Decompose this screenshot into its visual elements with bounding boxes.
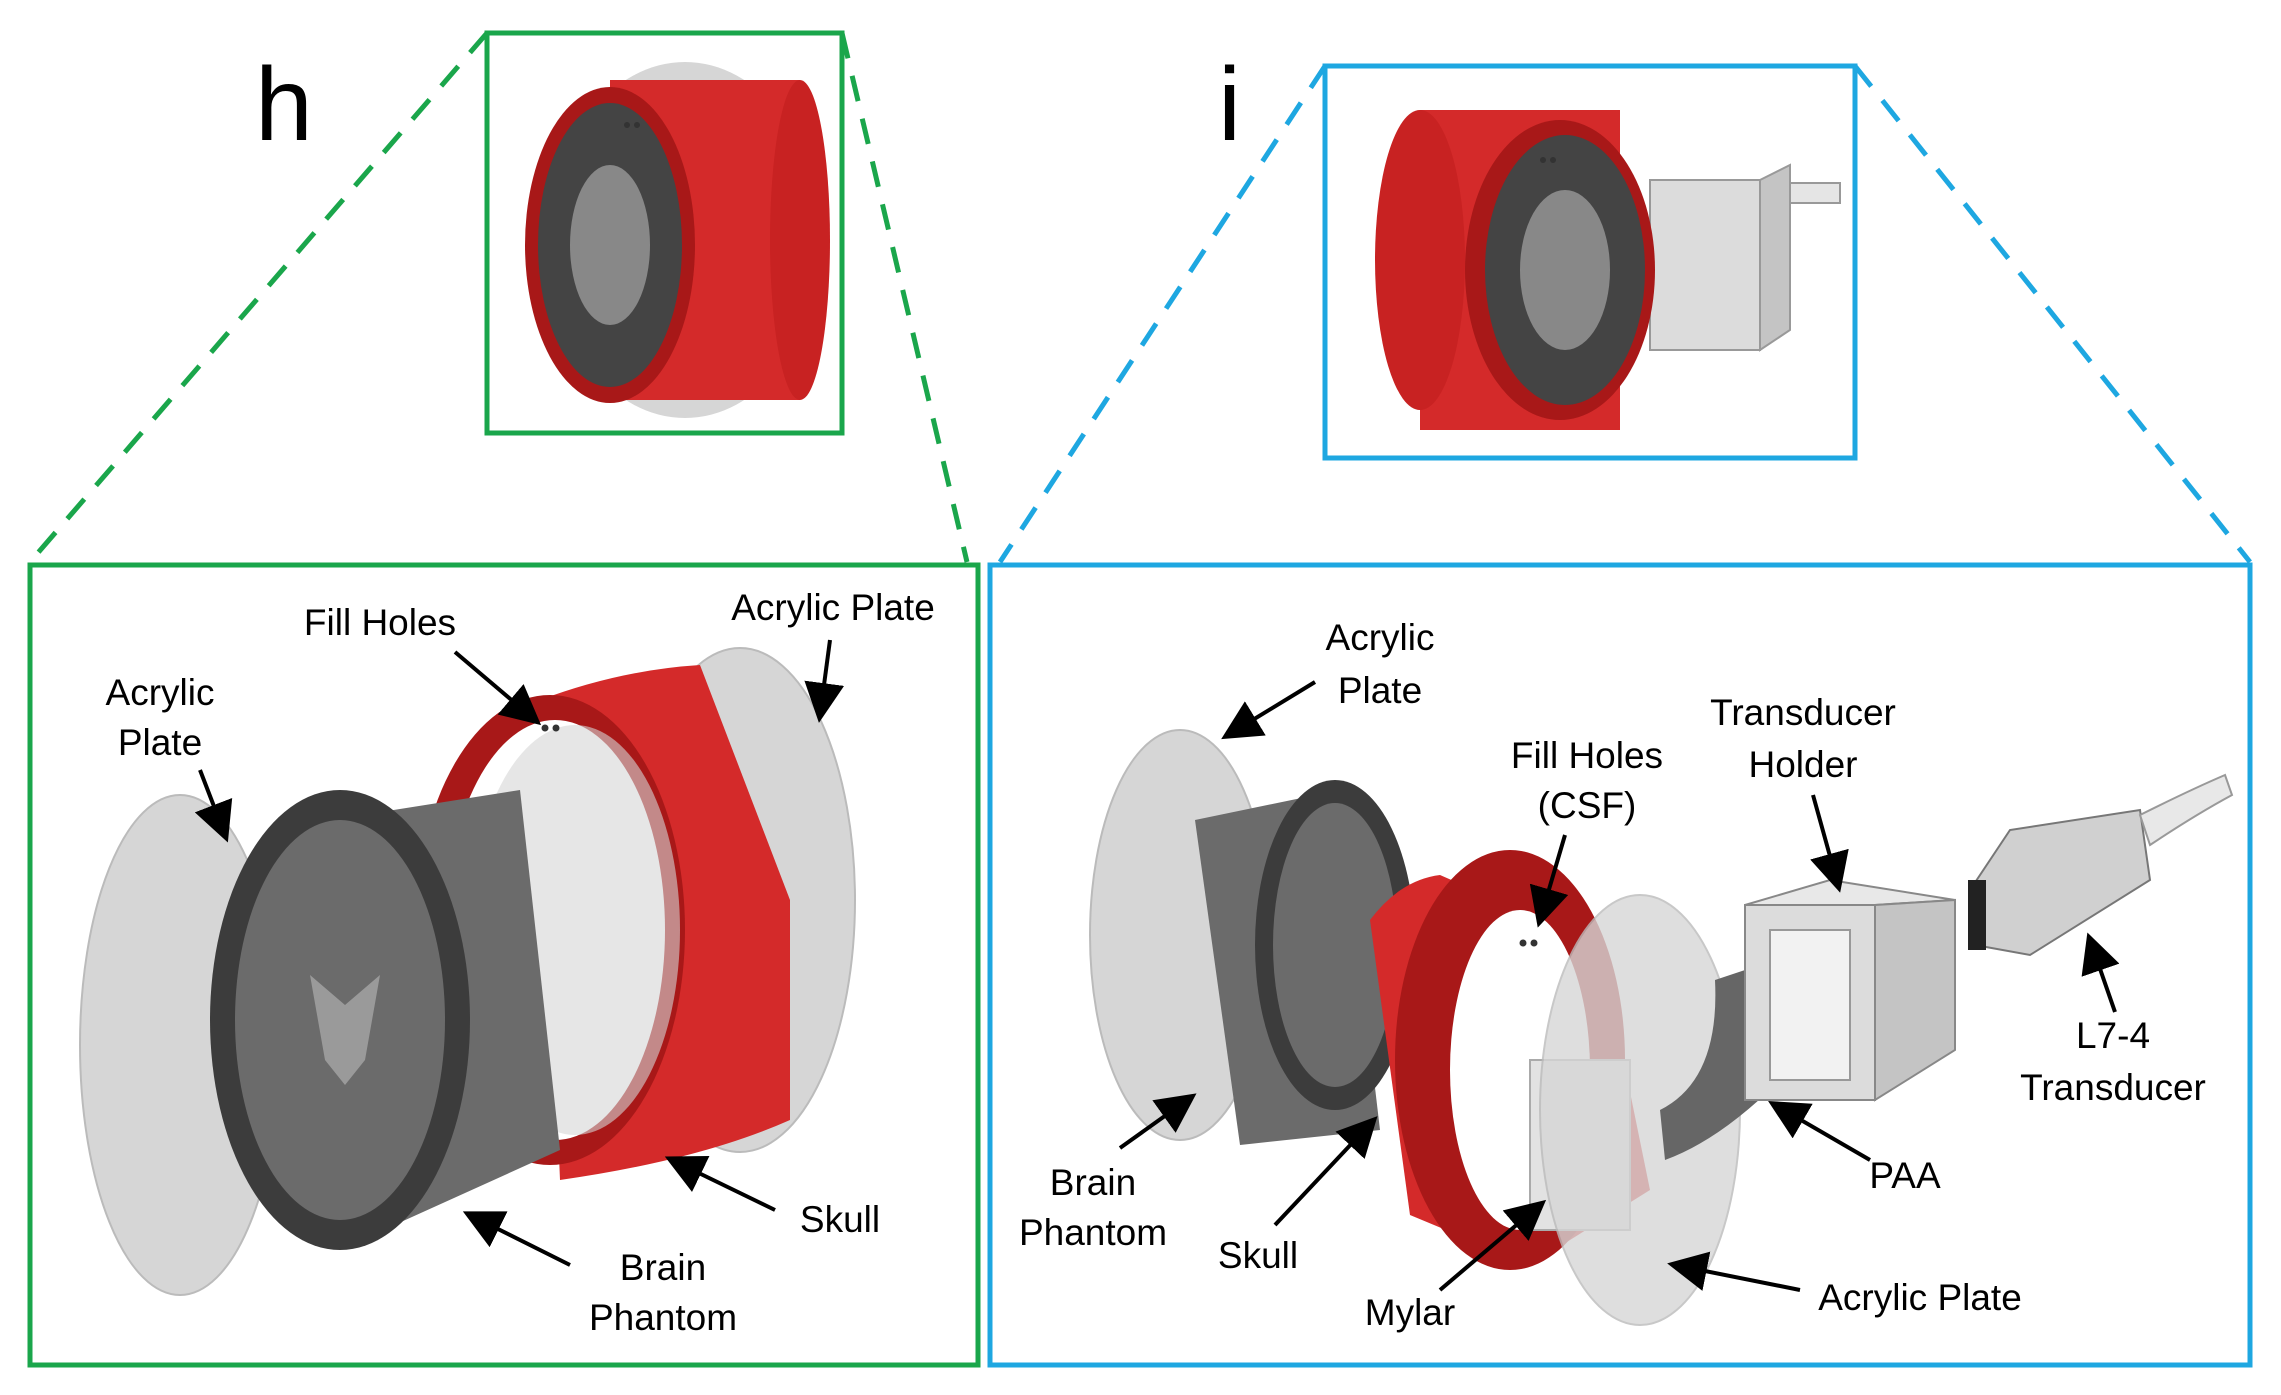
label-acrylic-plate-top-h: Acrylic Plate — [731, 587, 935, 628]
arrow-holder-i — [1810, 794, 1849, 893]
arrow-paa-i — [1768, 1100, 1872, 1162]
label-l74-line1-i: L7-4 — [2076, 1015, 2150, 1056]
panel-letter-h: h — [255, 47, 313, 163]
detail-box-h — [27, 562, 981, 1368]
label-fill-holes-h: Fill Holes — [304, 602, 456, 643]
arrow-fill-holes-h — [453, 650, 542, 726]
arrow-mylar-i — [1438, 1199, 1547, 1292]
panel-letter-i: i — [1218, 47, 1241, 163]
label-mylar-i: Mylar — [1365, 1292, 1455, 1333]
arrow-l74-i — [2081, 932, 2120, 1013]
arrow-acrylic-left-h — [194, 769, 233, 843]
exploded-assembly-i — [1089, 729, 2234, 1326]
thumbnail-assembly-i — [1375, 110, 1841, 430]
detail-box-i — [987, 562, 2253, 1368]
label-acrylic-bottom-i: Acrylic Plate — [1818, 1277, 2022, 1318]
label-l74-line2-i: Transducer — [2020, 1067, 2206, 1108]
panel-i: i — [987, 47, 2253, 1368]
arrow-brain-i — [1118, 1093, 1197, 1150]
zoom-line-left-i — [997, 64, 1328, 564]
label-brain-line2-h: Phantom — [589, 1297, 737, 1338]
exploded-assembly-h — [79, 647, 856, 1296]
label-acrylic-left-line1-h: Acrylic — [106, 672, 215, 713]
label-brain-line1-h: Brain — [620, 1247, 706, 1288]
panel-h: h — [27, 30, 981, 1368]
label-holder-line1-i: Transducer — [1710, 692, 1896, 733]
label-acrylic-line1-i: Acrylic — [1326, 617, 1435, 658]
label-skull-i: Skull — [1218, 1235, 1298, 1276]
arrow-skull-h — [664, 1155, 776, 1212]
label-holder-line2-i: Holder — [1749, 744, 1858, 785]
thumbnail-box-i — [1322, 63, 1858, 461]
arrow-acrylic-i — [1221, 680, 1317, 740]
zoom-line-left — [28, 31, 489, 564]
arrow-brain-h — [462, 1211, 571, 1267]
thumbnail-box-h — [484, 30, 845, 436]
l74-transducer-i — [1968, 808, 2152, 957]
arrow-fill-holes-i — [1529, 834, 1569, 928]
label-acrylic-left-line2-h: Plate — [118, 722, 202, 763]
arrow-skull-i — [1273, 1116, 1378, 1227]
zoom-line-right — [839, 32, 970, 563]
label-fill-holes-line1-i: Fill Holes — [1511, 735, 1663, 776]
label-brain-line1-i: Brain — [1050, 1162, 1136, 1203]
arrow-acrylic-bottom-i — [1667, 1251, 1801, 1292]
zoom-line-right-i — [1853, 64, 2252, 564]
label-fill-holes-line2-i: (CSF) — [1538, 785, 1637, 826]
label-paa-i: PAA — [1869, 1155, 1941, 1196]
arrow-acrylic-plate-top-h — [804, 639, 845, 723]
thumbnail-assembly-h — [525, 62, 830, 418]
label-skull-h: Skull — [800, 1199, 880, 1240]
label-brain-line2-i: Phantom — [1019, 1212, 1167, 1253]
label-acrylic-line2-i: Plate — [1338, 670, 1422, 711]
